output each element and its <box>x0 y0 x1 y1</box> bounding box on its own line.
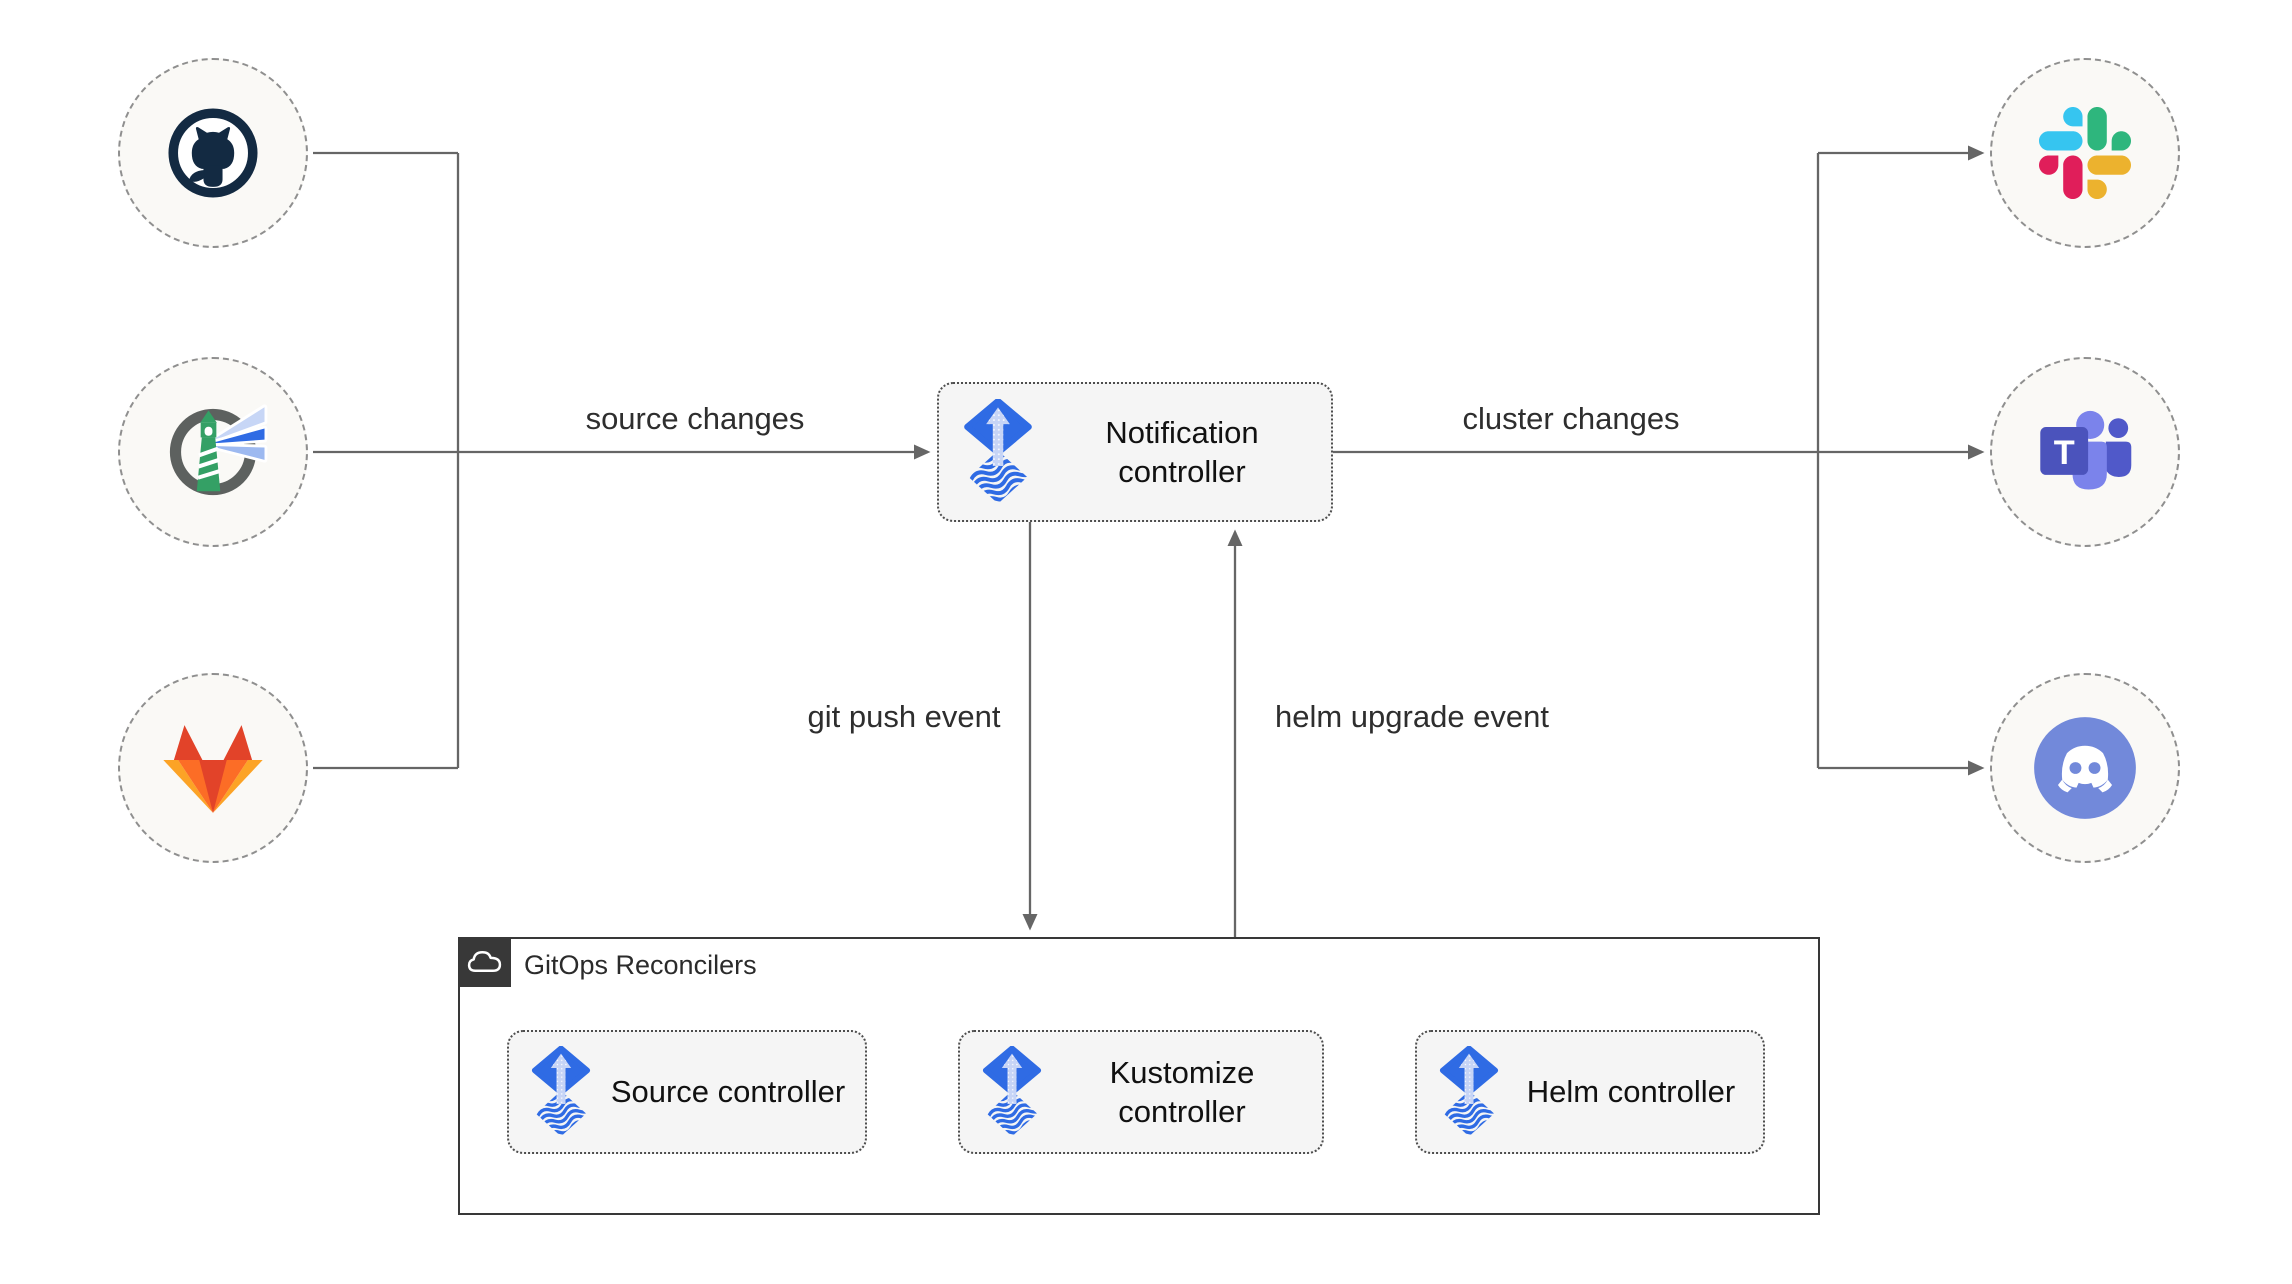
edge-label-cluster-changes: cluster changes <box>1462 401 1680 436</box>
source-node-github <box>118 58 308 248</box>
source-controller-label: Source controller <box>610 1074 846 1110</box>
flux-icon <box>982 1046 1042 1138</box>
source-node-harbor <box>118 357 308 547</box>
teams-icon <box>2033 400 2137 504</box>
kustomize-controller-label: Kustomize controller <box>1109 1054 1255 1129</box>
cloud-icon <box>466 948 503 975</box>
flux-icon <box>1439 1046 1499 1138</box>
source-controller-box: Source controller <box>507 1030 867 1154</box>
edge-label-git-push-event: git push event <box>807 699 1001 734</box>
flux-icon <box>963 399 1033 505</box>
discord-icon <box>2032 715 2138 821</box>
receiver-node-teams <box>1990 357 2180 547</box>
edge-label-helm-upgrade-event: helm upgrade event <box>1274 699 1550 734</box>
edge-label-source-changes: source changes <box>585 401 805 436</box>
source-node-gitlab <box>118 673 308 863</box>
harbor-icon <box>157 396 269 508</box>
notification-controller-box: Notification controller <box>937 382 1333 522</box>
notification-controller-label: Notification controller <box>1105 414 1259 489</box>
kustomize-controller-box: Kustomize controller <box>958 1030 1324 1154</box>
gitops-reconcilers-title: GitOps Reconcilers <box>524 950 757 980</box>
slack-icon <box>2039 107 2131 199</box>
helm-controller-box: Helm controller <box>1415 1030 1765 1154</box>
gitops-reconcilers-container: GitOps Reconcilers Source controller Kus… <box>457 936 1820 1215</box>
receiver-node-slack <box>1990 58 2180 248</box>
gitlab-icon <box>160 722 266 815</box>
receiver-node-discord <box>1990 673 2180 863</box>
cloud-badge <box>457 936 511 987</box>
github-icon <box>160 100 266 206</box>
flux-icon <box>531 1046 591 1138</box>
helm-controller-label: Helm controller <box>1526 1074 1736 1110</box>
